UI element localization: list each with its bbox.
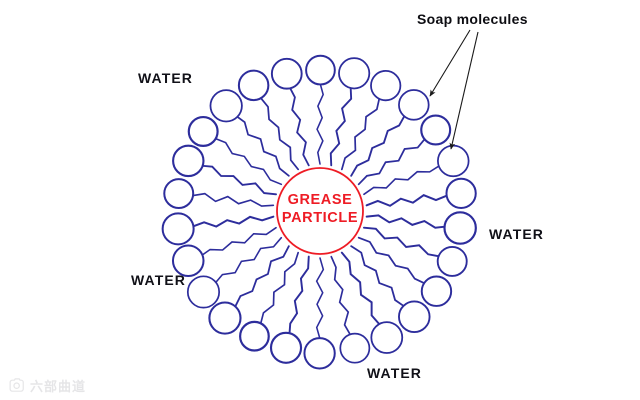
soap-molecule-head: [187, 116, 219, 147]
soap-molecule-head: [303, 337, 336, 370]
soap-molecule-head: [420, 275, 453, 307]
soap-molecule-icon: [237, 69, 300, 171]
soap-molecule-tail: [213, 137, 283, 186]
soap-molecule-icon: [270, 57, 310, 167]
soap-molecule-tail: [213, 236, 283, 285]
soap-molecule-tail: [191, 215, 275, 228]
soap-molecule-icon: [357, 114, 452, 186]
soap-molecule-icon: [305, 54, 336, 165]
soap-molecule-tail: [330, 255, 352, 337]
soap-molecule-tail: [199, 164, 277, 196]
soap-molecule-icon: [161, 212, 275, 246]
soap-molecule-icon: [269, 255, 310, 364]
soap-molecule-head: [209, 89, 243, 123]
watermark-text: 六部曲道: [30, 380, 87, 395]
soap-molecule-tail: [234, 245, 290, 308]
arrow-to-soap-molecule-lower: [449, 31, 479, 150]
soap-molecule-icon: [329, 57, 371, 167]
soap-molecule-icon: [172, 144, 277, 196]
soap-molecule-tail: [363, 226, 441, 258]
soap-molecule-tail: [357, 137, 427, 186]
water-label-top-left: WATER: [138, 70, 194, 86]
arrow-to-soap-molecule-upper: [429, 29, 471, 97]
soap-molecule-icon: [340, 70, 402, 171]
soap-molecule-head: [270, 57, 303, 90]
soap-molecule-tail: [329, 85, 353, 167]
soap-molecule-icon: [303, 257, 336, 370]
soap-molecule-icon: [163, 178, 275, 210]
soap-molecule-icon: [350, 245, 431, 334]
grease-particle-group: GREASE PARTICLE: [276, 167, 364, 255]
soap-molecule-tail: [259, 251, 299, 326]
soap-molecule-tail: [365, 194, 449, 207]
soap-molecule-icon: [330, 255, 371, 364]
soap-molecule-icon: [365, 177, 477, 209]
soap-molecule-icon: [363, 144, 470, 196]
water-label-bottom: WATER: [367, 365, 423, 381]
soap-molecule-head: [370, 321, 404, 354]
soap-molecule-head: [237, 69, 270, 102]
soap-molecule-icon: [209, 89, 290, 177]
soap-molecule-icon: [357, 236, 453, 307]
soap-molecule-icon: [363, 226, 468, 277]
soap-molecule-tail: [350, 114, 406, 177]
soap-molecule-head: [445, 177, 477, 209]
soap-molecule-head: [171, 244, 205, 278]
soap-molecule-layer: [161, 54, 477, 370]
soap-molecule-head: [420, 114, 452, 146]
watermark: 六部曲道: [8, 376, 86, 395]
water-label-bottom-left: WATER: [131, 272, 187, 288]
soap-molecule-icon: [365, 211, 477, 245]
soap-molecule-head: [239, 320, 270, 352]
soap-molecule-tail: [234, 114, 290, 177]
soap-molecule-head: [186, 275, 221, 309]
soap-molecule-tail: [350, 245, 406, 308]
soap-molecule-head: [370, 70, 402, 102]
soap-molecule-tail: [365, 214, 449, 229]
soap-molecule-tail: [192, 192, 275, 207]
soap-molecule-head: [269, 331, 303, 364]
grease-particle-label-line-2: PARTICLE: [282, 210, 358, 226]
soap-molecule-tail: [199, 226, 277, 258]
soap-molecule-tail: [340, 96, 381, 171]
soap-molecule-head: [398, 89, 430, 121]
soap-molecule-tail: [288, 85, 310, 167]
soap-molecule-tail: [315, 257, 325, 340]
soap-molecule-head: [338, 57, 371, 90]
soap-molecule-icon: [208, 245, 290, 335]
soap-molecule-icon: [171, 226, 277, 278]
grease-particle-circle: [276, 167, 364, 255]
soap-molecule-head: [398, 300, 431, 334]
soap-molecule-tail: [357, 236, 427, 285]
camera-logo-icon: [9, 378, 24, 392]
soap-molecule-icon: [187, 116, 283, 186]
soap-molecule-head: [443, 211, 477, 245]
soap-molecule-tail: [259, 96, 300, 171]
soap-molecule-icon: [340, 251, 404, 354]
soap-molecule-head: [161, 212, 195, 246]
soap-molecule-head: [437, 144, 470, 178]
soap-molecule-head: [163, 178, 195, 210]
water-label-right: WATER: [489, 226, 545, 242]
callout-arrow-layer: [429, 29, 479, 150]
soap-molecule-tail: [363, 164, 441, 196]
soap-molecule-head: [339, 332, 371, 364]
soap-molecule-head: [208, 301, 242, 335]
soap-molecule-icon: [350, 89, 430, 177]
soap-molecule-tail: [316, 82, 324, 165]
soap-molecule-head: [172, 144, 205, 178]
soap-molecule-head: [305, 54, 336, 86]
soap-molecule-tail: [340, 251, 381, 326]
soap-molecule-icon: [186, 236, 283, 309]
soap-molecule-head: [436, 245, 468, 277]
grease-particle-label-line-1: GREASE: [288, 192, 353, 208]
soap-molecule-icon: [239, 251, 299, 352]
soap-molecules-label: Soap molecules: [417, 11, 528, 27]
soap-molecule-tail: [288, 255, 310, 337]
